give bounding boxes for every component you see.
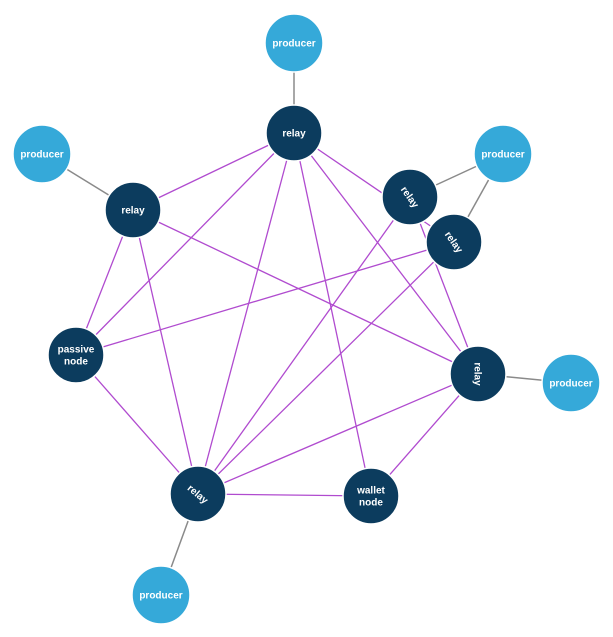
mesh-link-relay_ur2-relay_bottom xyxy=(197,241,455,495)
node-circle xyxy=(131,565,191,625)
producer-node-producer-left[interactable]: producer xyxy=(12,124,72,184)
mesh-link-relay_top-relay_ur2 xyxy=(293,132,455,243)
mesh-link-relay_top-relay_right xyxy=(293,132,479,375)
mesh-link-passive-relay_ur2 xyxy=(75,241,455,356)
node-relay-left[interactable]: relay xyxy=(104,181,162,239)
node-relay-ur2[interactable]: relay xyxy=(425,213,483,271)
node-relay-right[interactable]: relay xyxy=(449,345,507,403)
producer-node-producer-top[interactable]: producer xyxy=(264,13,324,73)
mesh-link-relay_left-relay_bottom xyxy=(132,209,199,495)
node-circle xyxy=(12,124,72,184)
node-circle xyxy=(47,326,105,384)
mesh-link-relay_top-wallet xyxy=(293,132,372,497)
node-circle xyxy=(449,345,507,403)
node-circle xyxy=(104,181,162,239)
node-relay-bottom[interactable]: relay xyxy=(169,465,227,523)
node-relay-ur1[interactable]: relay xyxy=(381,168,439,226)
node-circle xyxy=(425,213,483,271)
node-circle xyxy=(381,168,439,226)
node-label: producer xyxy=(20,150,63,161)
producer-node-producer-right[interactable]: producer xyxy=(541,353,601,413)
node-circle xyxy=(342,467,400,525)
mesh-link-passive-relay_bottom xyxy=(75,354,199,495)
node-label: relay xyxy=(282,129,306,140)
node-circle xyxy=(264,13,324,73)
mesh-link-relay_bottom-wallet xyxy=(197,493,372,497)
node-label: producer xyxy=(139,591,182,602)
node-circle xyxy=(169,465,227,523)
node-label: producer xyxy=(272,39,315,50)
mesh-link-relay_left-relay_right xyxy=(132,209,479,375)
node-label: relay xyxy=(121,206,145,217)
mesh-link-relay_top-relay_bottom xyxy=(197,132,295,495)
producer-node-producer-ur[interactable]: producer xyxy=(473,124,533,184)
node-label: producer xyxy=(481,150,524,161)
mesh-link-relay_ur1-relay_right xyxy=(409,196,479,375)
node-label: relay xyxy=(472,362,483,386)
mesh-link-relay_top-passive xyxy=(75,132,295,356)
producer-node-producer-bottom[interactable]: producer xyxy=(131,565,191,625)
node-circle xyxy=(473,124,533,184)
mesh-link-relay_right-relay_bottom xyxy=(197,373,479,495)
node-circle xyxy=(265,104,323,162)
node-circle xyxy=(541,353,601,413)
mesh-link-relay_ur1-relay_bottom xyxy=(197,196,411,495)
node-relay-top[interactable]: relay xyxy=(265,104,323,162)
mesh-link-relay_top-relay_left xyxy=(132,132,295,211)
node-label: producer xyxy=(549,379,592,390)
